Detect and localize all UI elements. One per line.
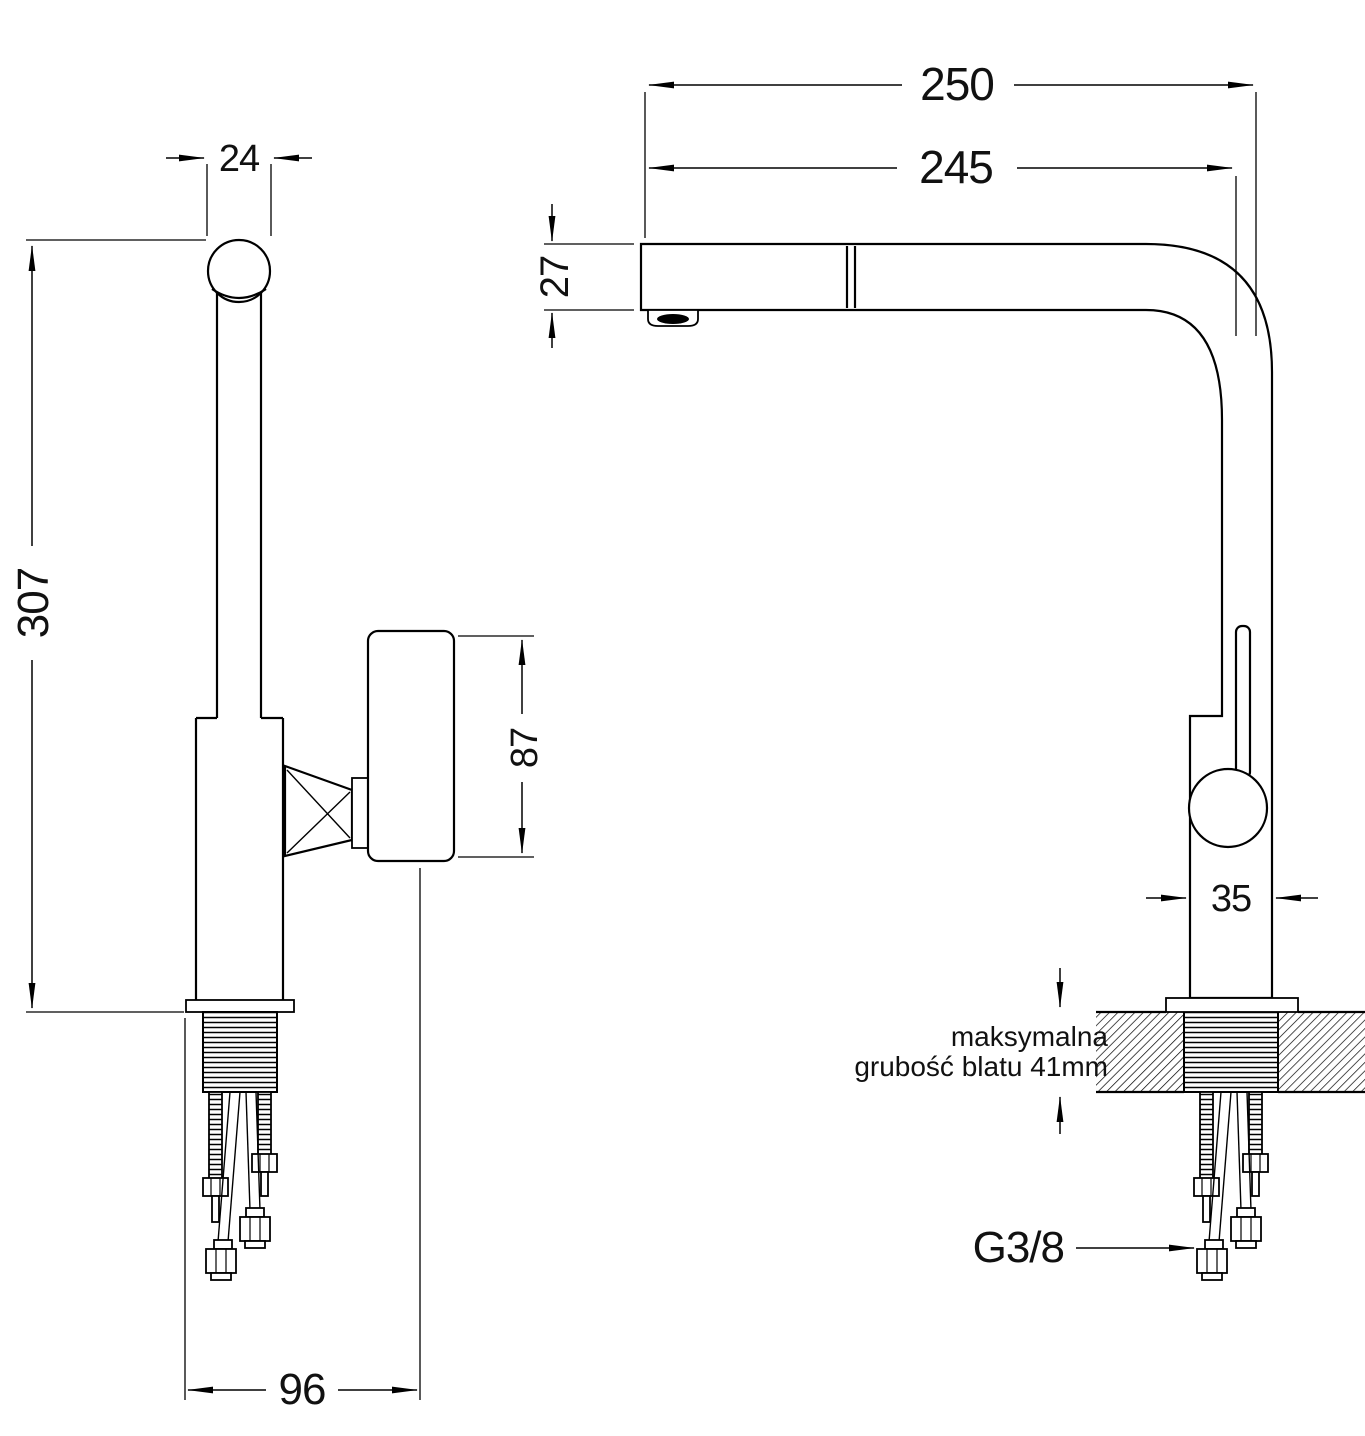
handle-cone-shading (286, 769, 351, 839)
worktop-note-line2: grubość blatu 41mm (854, 1051, 1108, 1082)
dim-35-label: 35 (1211, 878, 1251, 920)
dimension-base-depth: 96 (184, 868, 421, 1414)
handle-boss (1187, 767, 1269, 849)
worktop-hatch-right (1278, 1012, 1365, 1092)
dim-87-label: 87 (504, 728, 546, 768)
thread-label: G3/8 (973, 1223, 1064, 1272)
threaded-tail (202, 1011, 278, 1093)
handle-lever (1234, 624, 1252, 780)
dim-24-label: 24 (219, 138, 260, 180)
base-flange (185, 999, 295, 1013)
connection-thread-annotation: G3/8 (973, 1223, 1195, 1272)
faucet-body-outline (639, 242, 1274, 1000)
side-view-faucet-outline (185, 238, 456, 1281)
dimension-body-diameter: 35 (1146, 878, 1318, 920)
dim-27-label: 27 (533, 256, 577, 299)
worktop-hatch-left (1096, 1012, 1184, 1092)
dim-307-label: 307 (9, 568, 58, 638)
dimension-spout-reach: 245 (648, 141, 1237, 336)
handle-joint (351, 777, 369, 849)
spout-end-cap (206, 238, 272, 304)
base-flange (1165, 997, 1299, 1013)
dim-96-label: 96 (279, 1365, 326, 1414)
dimension-overall-reach: 250 (644, 58, 1257, 336)
front-view: 250 245 27 35 maksymalna grub (533, 58, 1365, 1281)
handle-plate (366, 629, 456, 863)
mounting-hardware (202, 1091, 278, 1281)
aerator-opening (657, 314, 689, 324)
mounting-hardware (1193, 1091, 1269, 1281)
handle-cone-shading (286, 791, 351, 854)
dim-250-label: 250 (920, 58, 994, 110)
front-view-faucet-outline (639, 242, 1365, 1281)
side-view: 24 307 87 96 (9, 138, 546, 1414)
dimension-handle-height: 87 (458, 635, 546, 858)
dimension-spout-diameter: 24 (166, 138, 312, 236)
worktop-thickness-annotation: maksymalna grubość blatu 41mm (854, 968, 1108, 1134)
threaded-tail (1183, 1011, 1279, 1093)
dimension-spout-height: 27 (533, 204, 634, 348)
dim-245-label: 245 (919, 141, 993, 193)
spout-cap-seam (211, 288, 267, 300)
dimension-total-height: 307 (9, 239, 206, 1013)
worktop-note-line1: maksymalna (951, 1021, 1109, 1052)
